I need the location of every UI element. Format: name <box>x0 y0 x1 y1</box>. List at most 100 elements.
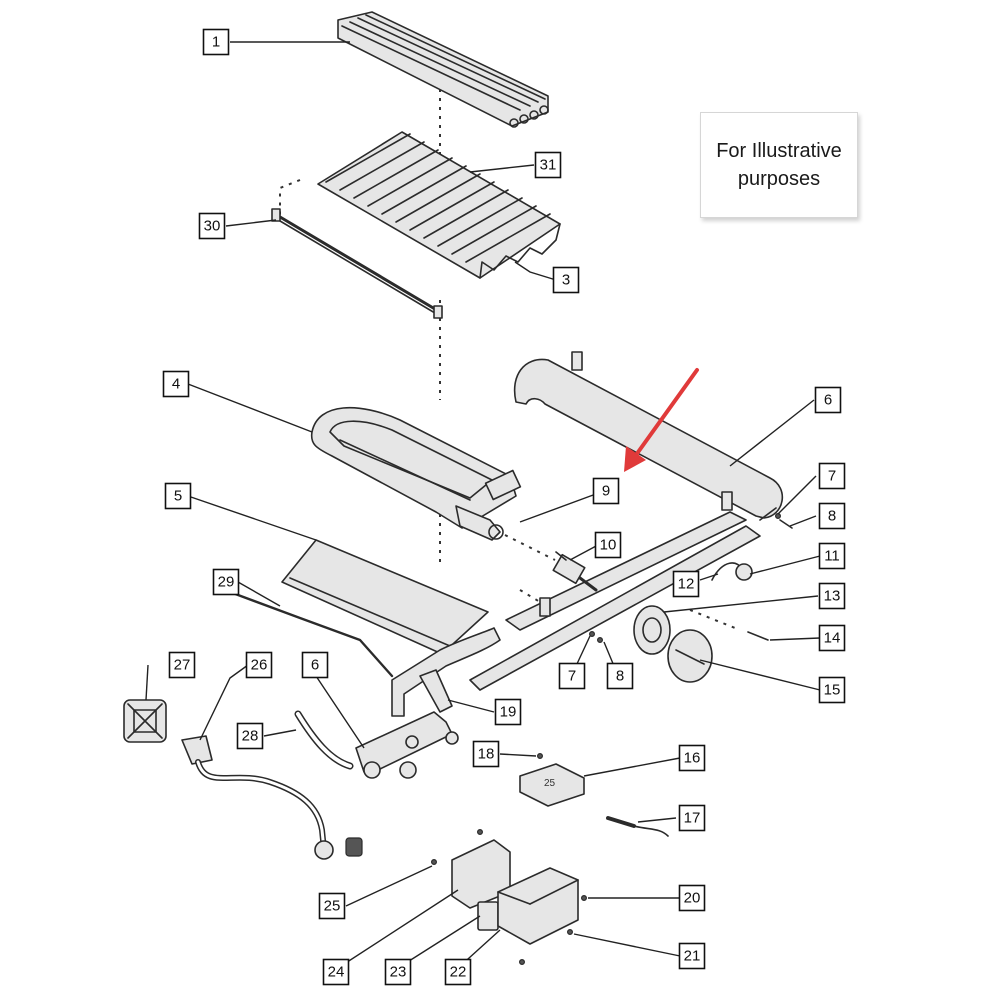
control-bezel <box>633 605 671 655</box>
callout-number: 8 <box>616 668 624 685</box>
callout-box <box>818 582 846 610</box>
module-marking: 25 <box>544 778 556 789</box>
callout-6: 6 <box>301 651 329 679</box>
callout-box <box>198 212 226 240</box>
callout-box <box>606 662 634 690</box>
callout-17: 17 <box>678 804 706 832</box>
callout-box <box>444 958 472 986</box>
callout-box <box>245 651 273 679</box>
callout-number: 7 <box>828 468 836 485</box>
callout-11: 11 <box>818 542 846 570</box>
callout-number: 22 <box>450 964 467 981</box>
callout-number: 21 <box>684 948 701 965</box>
callout-30: 30 <box>198 212 226 240</box>
callout-1: 1 <box>202 28 230 56</box>
callout-number: 1 <box>212 34 220 51</box>
callout-box <box>301 651 329 679</box>
callout-number: 14 <box>824 630 841 647</box>
note-line-1: For Illustrative <box>716 140 842 162</box>
callout-number: 18 <box>478 746 495 763</box>
battery-box <box>431 828 587 965</box>
callout-box <box>818 676 846 704</box>
callout-number: 23 <box>390 964 407 981</box>
callout-box <box>814 386 842 414</box>
igniter <box>711 562 753 581</box>
callout-31: 31 <box>534 151 562 179</box>
callout-3: 3 <box>552 266 580 294</box>
callout-number: 26 <box>251 657 268 674</box>
callout-box <box>678 804 706 832</box>
callout-5: 5 <box>164 482 192 510</box>
callout-number: 4 <box>172 376 180 393</box>
callout-number: 8 <box>828 508 836 525</box>
callout-4: 4 <box>162 370 190 398</box>
callout-box <box>384 958 412 986</box>
callout-12: 12 <box>672 570 700 598</box>
callout-box <box>236 722 264 750</box>
callout-box <box>212 568 240 596</box>
callout-number: 29 <box>218 574 235 591</box>
valve-fittings <box>355 711 459 779</box>
callout-box <box>318 892 346 920</box>
callout-number: 16 <box>684 750 701 767</box>
callout-25: 25 <box>318 892 346 920</box>
callout-box <box>162 370 190 398</box>
callout-box <box>164 482 192 510</box>
support-rod <box>271 208 443 319</box>
callout-box <box>818 542 846 570</box>
callout-box <box>322 958 350 986</box>
callout-8: 8 <box>606 662 634 690</box>
callout-8: 8 <box>818 502 846 530</box>
callout-number: 11 <box>824 548 840 565</box>
gas-valve <box>552 551 598 592</box>
burner <box>310 406 522 541</box>
cooking-grate-top <box>337 11 549 128</box>
callout-box <box>552 266 580 294</box>
manifold-pipe <box>391 627 501 717</box>
callout-number: 10 <box>600 537 617 554</box>
callout-13: 13 <box>818 582 846 610</box>
cross-rod <box>228 590 394 678</box>
callout-10: 10 <box>594 531 622 559</box>
callout-number: 27 <box>174 657 191 674</box>
callout-number: 13 <box>824 588 841 605</box>
callout-box <box>678 942 706 970</box>
callout-number: 15 <box>824 682 841 699</box>
callout-box <box>494 698 522 726</box>
heat-shield-plate <box>281 539 489 655</box>
callout-23: 23 <box>384 958 412 986</box>
note-line-2: purposes <box>737 168 821 190</box>
callout-box <box>472 740 500 768</box>
callout-number: 17 <box>684 810 701 827</box>
callout-15: 15 <box>818 676 846 704</box>
callout-6: 6 <box>814 386 842 414</box>
callout-number: 6 <box>311 657 319 674</box>
callout-box <box>672 570 700 598</box>
grate-rack <box>317 131 561 279</box>
callout-16: 16 <box>678 744 706 772</box>
callout-29: 29 <box>212 568 240 596</box>
callout-box <box>678 744 706 772</box>
callout-24: 24 <box>322 958 350 986</box>
callout-box <box>678 884 706 912</box>
leader-lines <box>145 41 821 969</box>
callout-20: 20 <box>678 884 706 912</box>
callout-number: 3 <box>562 272 570 289</box>
callout-box <box>818 624 846 652</box>
callout-7: 7 <box>558 662 586 690</box>
callout-number: 9 <box>602 483 610 500</box>
callout-14: 14 <box>818 624 846 652</box>
callout-number: 19 <box>500 704 517 721</box>
gas-hose <box>181 735 363 860</box>
callout-18: 18 <box>472 740 500 768</box>
callout-number: 6 <box>824 392 832 409</box>
callout-box <box>592 477 620 505</box>
callout-22: 22 <box>444 958 472 986</box>
callout-box <box>818 502 846 530</box>
regulator <box>123 699 167 743</box>
callout-box <box>534 151 562 179</box>
callout-number: 24 <box>328 964 345 981</box>
